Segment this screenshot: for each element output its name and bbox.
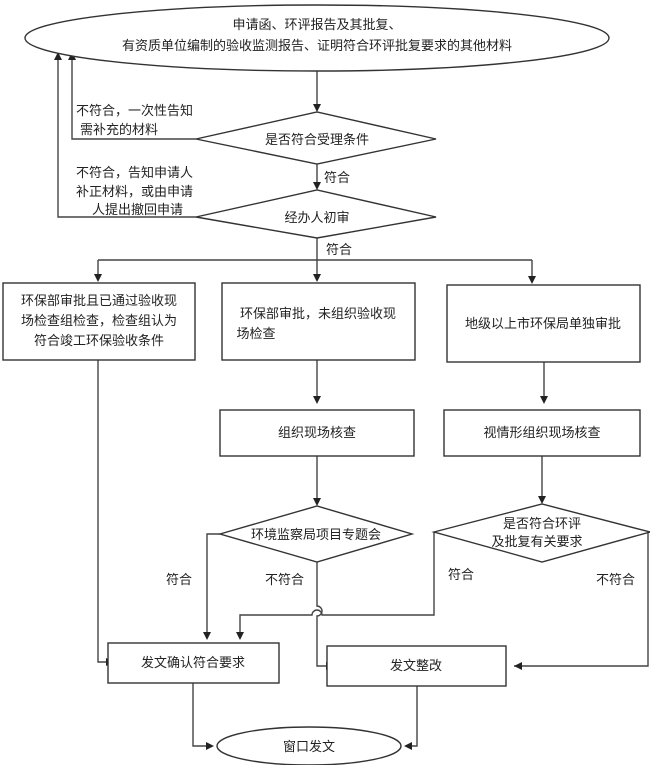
reject2-label-1: 不符合，告知申请人 bbox=[76, 165, 193, 181]
eia-check-text-2: 及批复有关要求 bbox=[491, 535, 582, 550]
reject2-label-2: 补正材料，或由申请 bbox=[76, 185, 193, 200]
edge-reject2-loop bbox=[57, 58, 196, 218]
arrowhead bbox=[514, 662, 522, 670]
meeting-fail-label: 不符合 bbox=[265, 572, 304, 588]
arrowhead bbox=[54, 52, 62, 60]
box-mid bbox=[221, 282, 416, 361]
eia-check-text-1: 是否符合环评 bbox=[503, 516, 581, 532]
arrowhead bbox=[528, 276, 536, 284]
edge-eia-pass bbox=[239, 532, 435, 638]
edge-review-split bbox=[97, 238, 533, 282]
edge-meeting-fail bbox=[316, 562, 332, 667]
eia-check-diamond bbox=[431, 503, 650, 563]
eia-fail-label: 不符合 bbox=[596, 572, 635, 588]
reject2-label-3: 人提出撤回申请 bbox=[92, 202, 183, 218]
edge-left-confirm bbox=[97, 360, 112, 663]
pass2-label: 符合 bbox=[326, 242, 352, 258]
arrowhead bbox=[313, 274, 321, 282]
start-node bbox=[24, 4, 610, 72]
arrowhead bbox=[313, 498, 321, 506]
arrowhead bbox=[206, 742, 214, 750]
arrowhead bbox=[313, 396, 321, 404]
box-left bbox=[2, 282, 196, 361]
box-left-text-1: 环保部审批且已通过验收现 bbox=[21, 293, 177, 309]
initial-review-text: 经办人初审 bbox=[284, 211, 349, 226]
arrowhead bbox=[236, 632, 244, 640]
confirm-doc-box bbox=[107, 642, 280, 684]
start-text-2: 有资质单位编制的验收监测报告、证明符合环评批复要求的其他材料 bbox=[122, 38, 512, 54]
edge-confirm-end bbox=[192, 683, 212, 747]
accept-check-diamond bbox=[195, 111, 437, 165]
rectify-doc-text: 发文整改 bbox=[390, 658, 442, 674]
edge-meeting-pass bbox=[206, 533, 220, 638]
site-check-optional-box bbox=[443, 409, 641, 457]
box-mid-text-2: 场检查 bbox=[236, 327, 275, 342]
arrowhead bbox=[313, 182, 321, 190]
edge-reject1-loop bbox=[71, 58, 196, 140]
box-left-text-3: 符合竣工环保验收条件 bbox=[34, 333, 164, 349]
arrowhead bbox=[404, 742, 412, 750]
box-right bbox=[446, 284, 641, 363]
reject1-label-2: 需补充的材料 bbox=[80, 122, 158, 138]
eia-pass-label: 符合 bbox=[448, 567, 474, 583]
end-text: 窗口发文 bbox=[283, 739, 335, 755]
initial-review-diamond bbox=[195, 189, 437, 239]
arrowhead bbox=[94, 274, 102, 282]
accept-check-text: 是否符合受理条件 bbox=[265, 132, 369, 148]
special-meeting-text: 环境监察局项目专题会 bbox=[251, 528, 381, 543]
arrowhead bbox=[538, 496, 546, 504]
site-check-text: 组织现场核查 bbox=[278, 426, 356, 441]
special-meeting-diamond bbox=[217, 505, 415, 563]
meeting-pass-label: 符合 bbox=[166, 572, 192, 588]
arrowhead bbox=[540, 396, 548, 404]
end-node bbox=[216, 726, 402, 765]
box-left-text-2: 场检查组检查，检查组认为 bbox=[21, 314, 177, 329]
site-check-optional-text: 视情形组织现场核查 bbox=[483, 426, 600, 441]
reject1-label-1: 不符合，一次性告知 bbox=[76, 103, 193, 119]
rectify-doc-box bbox=[326, 645, 507, 687]
confirm-doc-text: 发文确认符合要求 bbox=[141, 655, 245, 671]
arrowhead bbox=[203, 632, 211, 640]
site-check-box bbox=[219, 409, 415, 457]
edge-rectify-end bbox=[406, 686, 418, 747]
box-mid-text-1: 环保部审批，未组织验收现 bbox=[240, 306, 396, 322]
start-text-1: 申请函、环评报告及其批复、 bbox=[232, 18, 401, 33]
box-right-text: 地级以上市环保局单独审批 bbox=[465, 316, 621, 332]
arrowhead bbox=[313, 104, 321, 112]
pass1-label: 符合 bbox=[324, 170, 350, 186]
